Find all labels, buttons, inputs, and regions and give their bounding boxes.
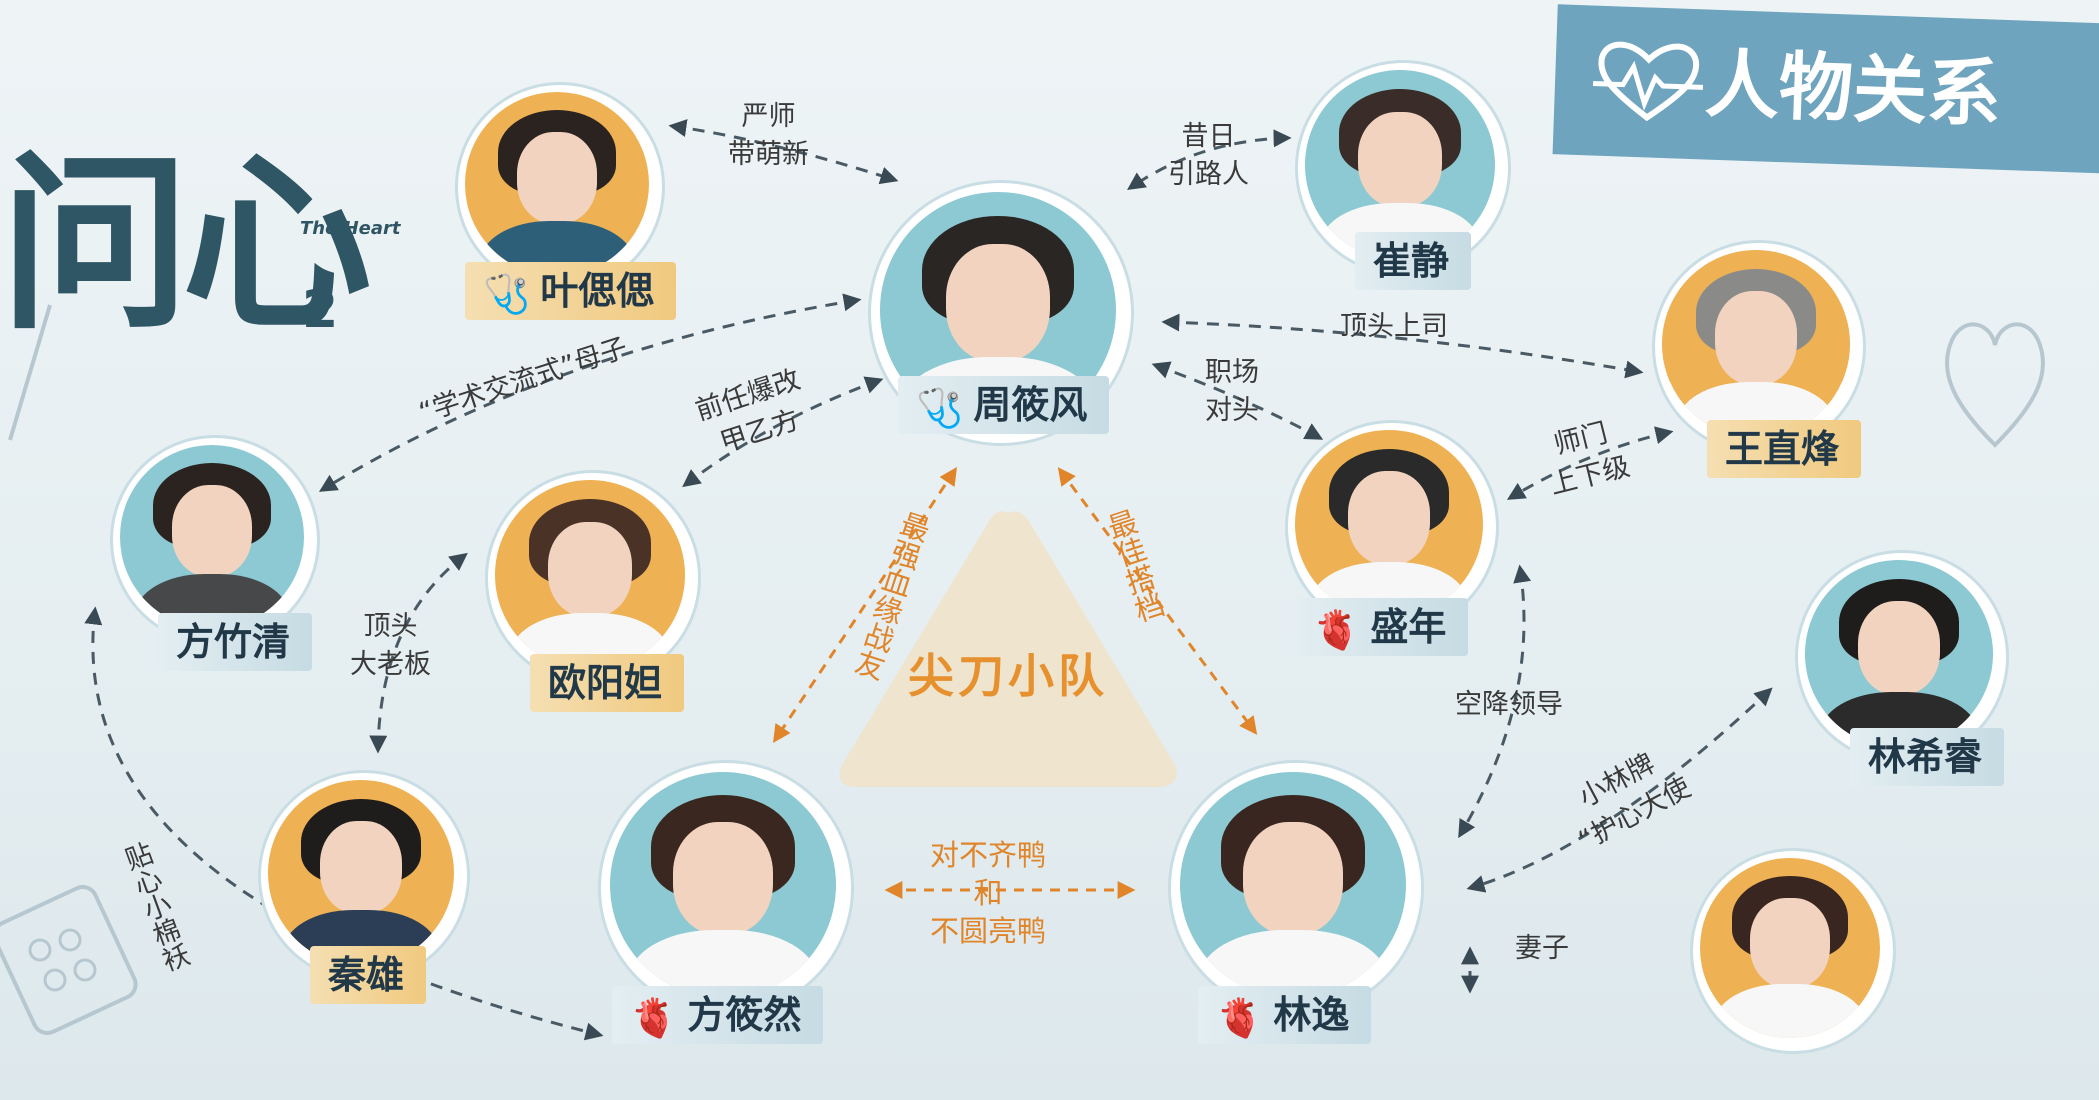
name-tag: 崔静 [1355,232,1472,290]
portrait [465,92,649,276]
portrait [1700,858,1880,1038]
line-ye-zhou [668,119,899,185]
name-tag: 欧阳妲 [530,654,685,712]
line-ex [682,376,884,488]
line-best-partner [1057,467,1258,735]
name-cui: 崔静 [1373,239,1450,283]
portrait [1180,772,1406,998]
name-tag: 林希睿 [1850,728,2005,786]
portrait [120,445,304,629]
scalpel-icon [8,304,52,441]
line-caring [84,606,604,1041]
character-wang[interactable]: 王直烽 [1652,240,1882,480]
name-wang: 王直烽 [1725,427,1840,471]
show-season: 2 [302,280,339,340]
character-linyi[interactable]: 🫀林逸 [1168,760,1458,1060]
character-qin[interactable]: 秦雄 [258,770,488,1010]
heartbeat-icon [1592,41,1704,122]
relation-ye-zhou: 严师 带萌新 [728,101,809,170]
name-tag: 🩺叶偲偲 [465,262,677,320]
name-fang-xr: 方筱然 [687,993,802,1037]
heart-sketch-icon [1945,322,2045,448]
line-rival [1151,361,1324,440]
character-linxr[interactable]: 林希睿 [1795,550,2035,790]
relation-airborne: 空降领导 [1455,689,1563,720]
line-cui-zhou [1127,129,1292,191]
character-fang-xr[interactable]: 🫀方筱然 [598,760,868,1060]
name-zhou: 周筱风 [973,383,1088,427]
name-fang-zq: 方竹清 [176,620,291,664]
portrait [1295,430,1483,618]
heart-organ-icon: 🫀 [1216,995,1264,1040]
character-fang-zq[interactable]: 方竹清 [110,435,340,675]
character-zhou[interactable]: 🩺周筱风 [868,120,1138,446]
portrait [268,780,454,966]
character-ye[interactable]: 🩺叶偲偲 [455,82,677,320]
relation-ducks: 对不齐鸭 和 不圆亮鸭 [930,838,1047,948]
banner-title: 人物关系 [1552,4,2099,174]
name-ouyang: 欧阳妲 [548,661,663,705]
portrait [1805,560,1993,748]
portrait [1305,70,1495,260]
portrait [1662,250,1850,438]
relation-boss: 顶头上司 [1340,311,1448,342]
name-tag: 🫀方筱然 [612,986,824,1044]
line-mentor [1506,426,1674,500]
portrait [495,480,685,670]
portrait [610,772,836,998]
heart-organ-icon: 🫀 [1313,607,1361,652]
name-sheng: 盛年 [1370,605,1447,649]
name-tag: 秦雄 [310,946,427,1004]
character-partial [1690,848,1900,1100]
line-academic [318,293,862,492]
name-tag: 🫀盛年 [1295,598,1469,656]
show-title-en: The Heart [300,218,401,239]
show-title: 问心 [0,132,372,355]
banner-text: 人物关系 [1703,41,2003,138]
line-ambassador [1466,687,1773,893]
stethoscope-icon: 🩺 [483,271,531,316]
team-name: 尖刀小队 [908,649,1108,703]
name-tag: 🫀林逸 [1198,986,1372,1044]
character-ouyang[interactable]: 欧阳妲 [485,470,715,720]
line-boss [1161,313,1644,379]
name-tag: 🩺周筱风 [898,376,1110,434]
line-strongest-blood [773,467,957,743]
relation-wife: 妻子 [1515,933,1569,964]
name-tag: 王直烽 [1707,420,1862,478]
name-linyi: 林逸 [1273,993,1350,1037]
name-ye: 叶偲偲 [540,269,655,313]
character-sheng[interactable]: 🫀盛年 [1285,420,1525,660]
pill-pack-icon [0,884,138,1036]
relation-cui-zhou: 昔日 引路人 [1168,121,1249,190]
stethoscope-icon: 🩺 [916,385,964,430]
team-triangle [839,511,1177,787]
relation-top-boss: 顶头 大老板 [350,611,431,680]
name-tag: 方竹清 [158,613,313,671]
relation-rival: 职场 对头 [1205,357,1259,426]
character-cui[interactable]: 崔静 [1295,60,1515,290]
name-qin: 秦雄 [328,953,405,997]
heart-organ-icon: 🫀 [630,995,678,1040]
name-linxr: 林希睿 [1868,735,1983,779]
